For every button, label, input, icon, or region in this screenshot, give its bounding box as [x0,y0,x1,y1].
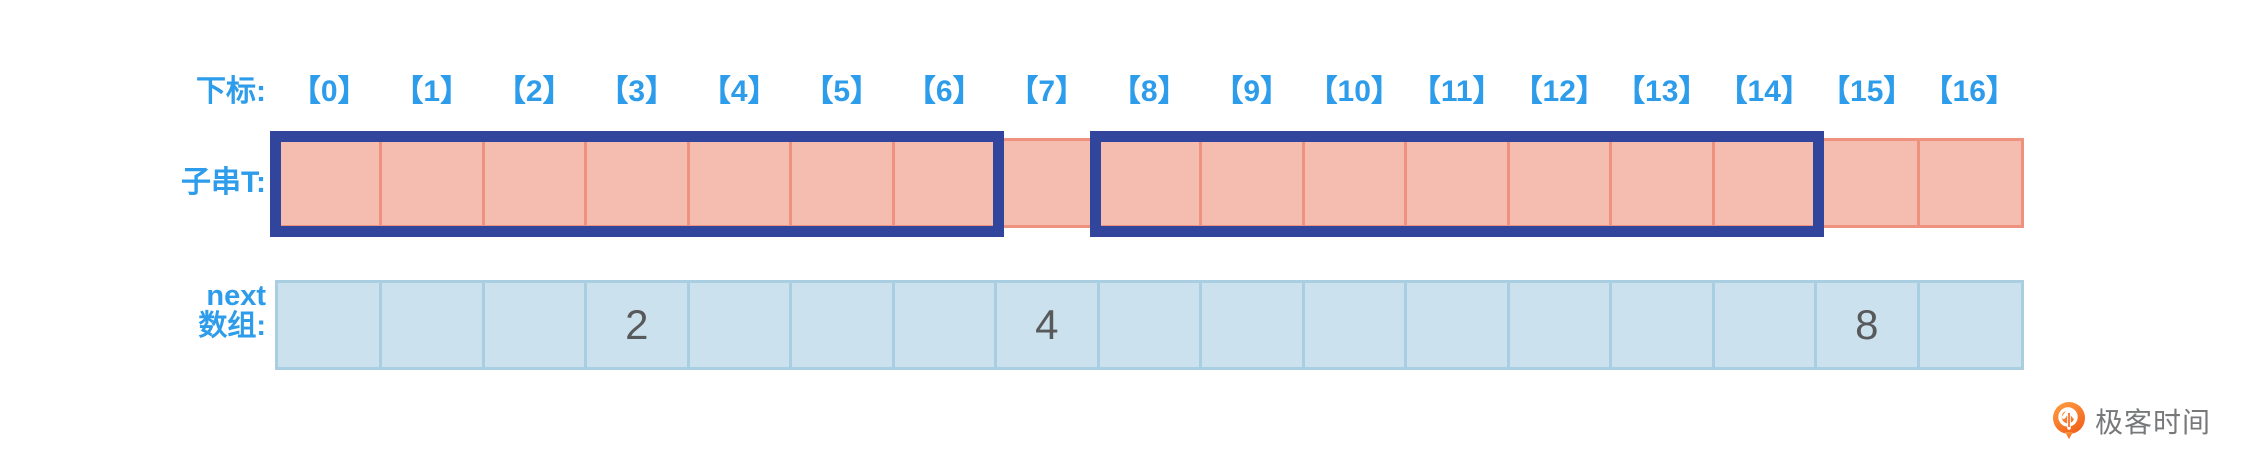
cell-divider [789,283,792,367]
index-label: 【12】 [1512,75,1606,108]
cell-divider [1916,283,1920,367]
index-label: 【8】 [1110,75,1188,108]
brand-logo: 极客时间 [2052,401,2211,441]
index-label: 【4】 [700,75,778,108]
cell-divider [1506,141,1510,225]
cell-divider [1096,283,1100,367]
index-label: 【6】 [905,75,983,108]
brand-logo-text: 极客时间 [2095,407,2212,438]
index-label: 【16】 [1922,75,2016,108]
next-array-value: 4 [1035,301,1059,348]
index-label: 【1】 [393,75,471,108]
cell-divider [1814,283,1817,367]
index-label: 【15】 [1820,75,1914,108]
index-label: 【7】 [1008,75,1086,108]
index-label: 【14】 [1717,75,1811,108]
cell-divider [1711,283,1715,367]
index-label: 【13】 [1615,75,1709,108]
cell-divider [1916,141,1920,225]
cell-divider [1609,283,1612,367]
index-label: 【9】 [1213,75,1291,108]
cell-divider [481,141,485,225]
cell-divider [686,141,690,225]
next-array-row-label: next 数组: [198,280,266,342]
cell-divider [686,283,690,367]
index-label: 【5】 [803,75,881,108]
substring-highlight-box [270,131,1004,237]
index-label: 【2】 [495,75,573,108]
cell-divider [584,283,587,367]
cell-divider [1301,283,1305,367]
cell-divider [891,283,895,367]
cell-divider [379,283,382,367]
cell-divider [1199,283,1202,367]
cell-divider [994,283,997,367]
cell-divider [789,141,792,225]
index-row-label: 下标: [196,75,266,108]
cell-divider [1711,141,1715,225]
cell-divider [1404,141,1407,225]
substring-row-label: 子串T: [181,166,266,199]
cell-divider [891,141,895,225]
cell-divider [1609,141,1612,225]
cell-divider [1199,141,1202,225]
cell-divider [1404,283,1407,367]
geektime-flame-icon [2053,402,2085,439]
index-label: 【10】 [1307,75,1401,108]
substring-highlight-box [1090,131,1824,237]
cell-divider [1506,283,1510,367]
next-array-row [275,280,2024,370]
next-array-value: 8 [1855,301,1879,348]
cell-divider [481,283,485,367]
next-array-value: 2 [625,301,649,348]
cell-divider [1301,141,1305,225]
index-label: 【0】 [290,75,368,108]
cell-divider [379,141,382,225]
cell-divider [584,141,587,225]
index-label: 【11】 [1410,75,1503,108]
index-label: 【3】 [598,75,676,108]
